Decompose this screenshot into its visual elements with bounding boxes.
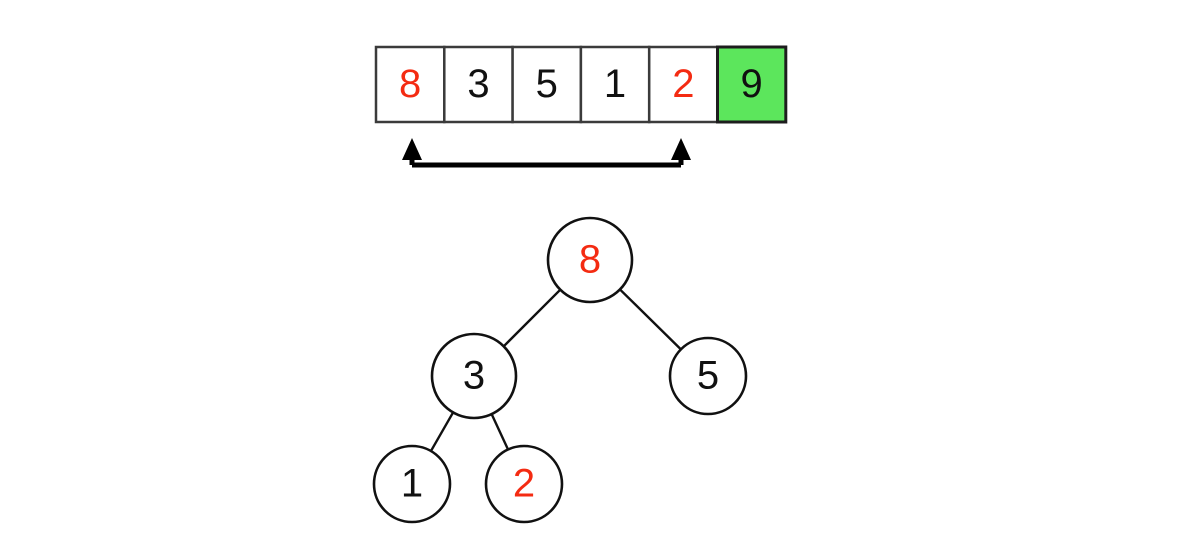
tree-edge-3-2 <box>490 412 510 451</box>
array-cell-value-0: 8 <box>399 62 421 106</box>
tree-node-label-1: 1 <box>401 462 423 506</box>
swap-arrow-left-head-icon <box>402 138 422 160</box>
swap-arrow-right-head-icon <box>671 138 691 160</box>
array-cell-value-5: 9 <box>741 62 763 106</box>
array-cell-value-2: 5 <box>536 62 558 106</box>
array-cell-0[interactable] <box>374 45 446 124</box>
tree-node-2[interactable] <box>484 444 564 524</box>
tree-node-label-2: 2 <box>513 462 535 506</box>
array-cell-5[interactable] <box>716 45 788 124</box>
tree-edge-8-5 <box>618 288 683 351</box>
heap-array: 8 3 5 1 2 9 <box>374 45 788 124</box>
tree-node-label-8: 8 <box>579 238 601 282</box>
tree-edges <box>429 288 683 453</box>
array-cell-2[interactable] <box>511 45 583 124</box>
tree-node-5[interactable] <box>668 336 748 416</box>
array-cell-value-4: 2 <box>672 62 694 106</box>
tree-node-label-3: 3 <box>463 354 485 398</box>
tree-edge-8-3 <box>502 288 562 348</box>
swap-arrow-indicator <box>402 138 691 168</box>
array-cell-value-3: 1 <box>604 62 626 106</box>
tree-node-8[interactable] <box>546 216 634 304</box>
array-cell-value-1: 3 <box>467 62 489 106</box>
tree-edge-3-1 <box>429 411 455 453</box>
tree-node-label-5: 5 <box>697 354 719 398</box>
array-cell-1[interactable] <box>443 45 514 124</box>
array-cell-4[interactable] <box>647 45 719 124</box>
tree-node-1[interactable] <box>372 444 452 524</box>
tree-node-3[interactable] <box>430 332 518 420</box>
tree-nodes: 8 3 5 1 2 <box>372 216 748 524</box>
